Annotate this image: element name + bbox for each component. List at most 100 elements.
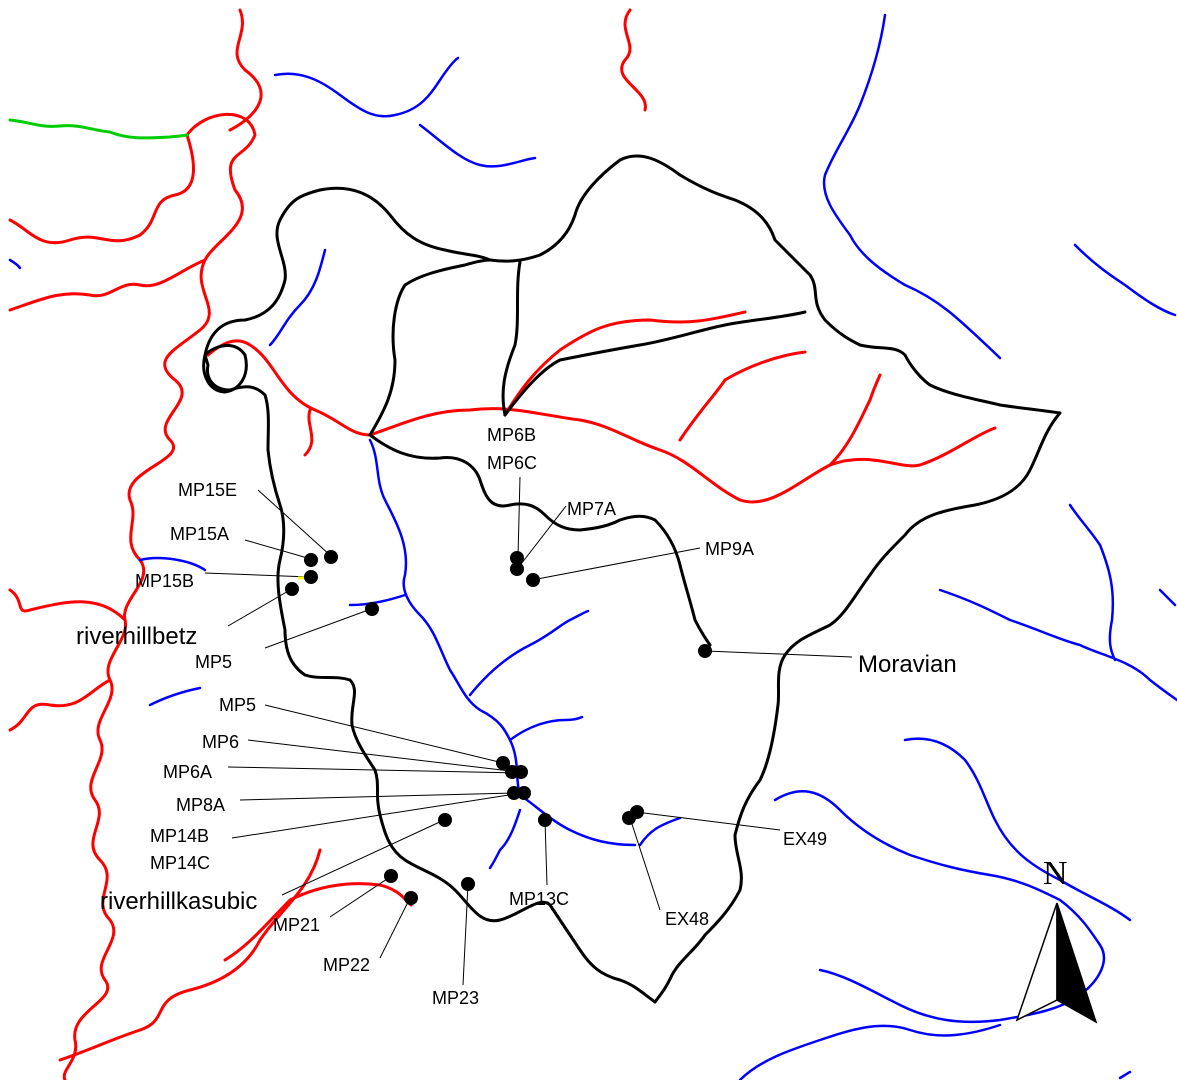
site-moravian[interactable] bbox=[698, 644, 712, 658]
red-stream-mid-branch bbox=[678, 350, 807, 442]
blue-stream-northeast bbox=[822, 13, 1002, 360]
blue-stream-lower-branch bbox=[508, 715, 584, 742]
green-stream-northwest bbox=[8, 118, 189, 140]
site-mp15b[interactable] bbox=[304, 570, 318, 584]
leader-mp5-lower bbox=[264, 704, 504, 764]
red-stream-south-fork bbox=[223, 882, 413, 962]
sampling-sites bbox=[285, 550, 712, 905]
red-stream-west-branch-b bbox=[8, 258, 207, 312]
leader-mp23 bbox=[462, 883, 469, 986]
label-mp23: MP23 bbox=[432, 988, 479, 1008]
label-mp15a: MP15A bbox=[170, 524, 229, 544]
boundary-outer bbox=[203, 154, 1062, 1004]
site-mp22[interactable] bbox=[404, 891, 418, 905]
leader-mp15a bbox=[244, 539, 312, 560]
leader-ex49 bbox=[635, 811, 781, 831]
blue-stream-southeast bbox=[773, 790, 1106, 1024]
boundary-north-arm bbox=[503, 310, 807, 417]
red-stream-east-branch bbox=[828, 373, 882, 467]
label-riverhillbetz: riverhillbetz bbox=[76, 623, 197, 650]
site-mp9a[interactable] bbox=[526, 573, 540, 587]
boundary-center-divide bbox=[368, 258, 492, 437]
red-stream-west-branch-c bbox=[8, 588, 127, 622]
label-ex48: EX48 bbox=[665, 909, 709, 929]
site-mp13c[interactable] bbox=[538, 813, 552, 827]
label-ex49: EX49 bbox=[783, 829, 827, 849]
site-riverhillkasubic[interactable] bbox=[438, 813, 452, 827]
leader-mp6a bbox=[227, 766, 521, 774]
blue-stream-east-loop bbox=[903, 737, 1132, 922]
label-riverhillkasubic: riverhillkasubic bbox=[100, 888, 257, 915]
blue-stream-west-feeder bbox=[138, 556, 207, 572]
blue-stream-west-feeder-2 bbox=[148, 686, 202, 707]
blue-stream-east-lower bbox=[938, 588, 1177, 702]
blue-stream-east-top bbox=[1073, 243, 1177, 317]
north-arrow-right-half bbox=[1056, 902, 1098, 1024]
label-moravian: Moravian bbox=[858, 651, 957, 678]
red-stream-west-branch-a bbox=[8, 133, 195, 245]
site-mp6c[interactable] bbox=[510, 562, 524, 576]
blue-stream-inner-top bbox=[268, 248, 327, 347]
label-mp8a: MP8A bbox=[176, 795, 225, 815]
leader-ex48 bbox=[629, 817, 661, 911]
boundary-lower-divide bbox=[368, 433, 712, 647]
site-mp6a[interactable] bbox=[514, 765, 528, 779]
boundary-north-divide bbox=[501, 260, 522, 417]
label-mp22: MP22 bbox=[323, 955, 370, 975]
blue-stream-edge-right bbox=[1158, 588, 1177, 607]
site-mp21[interactable] bbox=[384, 869, 398, 883]
site-riverhillbetz[interactable] bbox=[285, 582, 299, 596]
label-mp6c: MP6C bbox=[487, 453, 537, 473]
north-arrow: N bbox=[1015, 855, 1098, 1024]
blue-stream-east-vertical bbox=[1068, 503, 1117, 662]
site-ex48[interactable] bbox=[622, 811, 636, 825]
leader-mp7a bbox=[517, 505, 567, 569]
leader-mp9a bbox=[531, 547, 701, 581]
leader-mp15b bbox=[204, 572, 311, 578]
site-mp15e[interactable] bbox=[324, 550, 338, 564]
blue-stream-edge-left bbox=[8, 258, 22, 270]
leader-riverhillkasubic bbox=[281, 819, 445, 896]
site-mp6b[interactable] bbox=[510, 551, 524, 565]
blue-stream-northwest bbox=[273, 56, 460, 118]
label-mp14c: MP14C bbox=[150, 853, 210, 873]
blue-stream-south-branch bbox=[488, 808, 522, 870]
blue-stream-east-mid bbox=[638, 816, 682, 847]
leader-mp6 bbox=[247, 739, 511, 772]
blue-stream-main-feeder bbox=[348, 593, 407, 607]
red-stream-top-left bbox=[228, 8, 263, 132]
site-mp8a[interactable] bbox=[507, 786, 521, 800]
red-stream-upper-basin bbox=[206, 339, 997, 504]
site-mp5-upper[interactable] bbox=[365, 602, 379, 616]
leader-mp21 bbox=[329, 876, 391, 918]
label-mp6a: MP6A bbox=[163, 762, 212, 782]
boundary-inner-loop bbox=[202, 344, 248, 394]
blue-stream-north-branch bbox=[418, 123, 537, 168]
site-mp5-lower[interactable] bbox=[496, 756, 510, 770]
leader-mp8a bbox=[239, 792, 515, 801]
label-mp21: MP21 bbox=[273, 915, 320, 935]
blue-stream-bottom bbox=[738, 1023, 1002, 1080]
red-stream-inner-left bbox=[303, 408, 314, 457]
label-mp6b: MP6B bbox=[487, 425, 536, 445]
site-mp23[interactable] bbox=[461, 877, 475, 891]
label-mp6: MP6 bbox=[202, 732, 239, 752]
watershed-boundaries bbox=[202, 154, 1062, 1004]
site-mp15a[interactable] bbox=[304, 553, 318, 567]
blue-stream-center-branch bbox=[468, 609, 590, 697]
label-mp15b: MP15B bbox=[135, 571, 194, 591]
leader-moravian bbox=[705, 650, 853, 658]
red-stream-south-west bbox=[58, 848, 322, 1062]
site-mp14b[interactable] bbox=[517, 786, 531, 800]
label-mp5-upper: MP5 bbox=[195, 652, 232, 672]
leader-mp22 bbox=[379, 897, 411, 959]
leader-mp6b bbox=[517, 476, 521, 558]
label-mp9a: MP9A bbox=[705, 539, 754, 559]
label-mp14b: MP14B bbox=[150, 826, 209, 846]
red-stream-west-branch-d bbox=[8, 678, 112, 732]
leader-mp13c bbox=[544, 819, 548, 886]
leader-riverhillbetz bbox=[227, 589, 291, 627]
site-labels: MP15E MP15A MP15B riverhillbetz MP5 MP5 … bbox=[76, 425, 957, 1008]
red-stream-west-main bbox=[62, 112, 257, 1080]
